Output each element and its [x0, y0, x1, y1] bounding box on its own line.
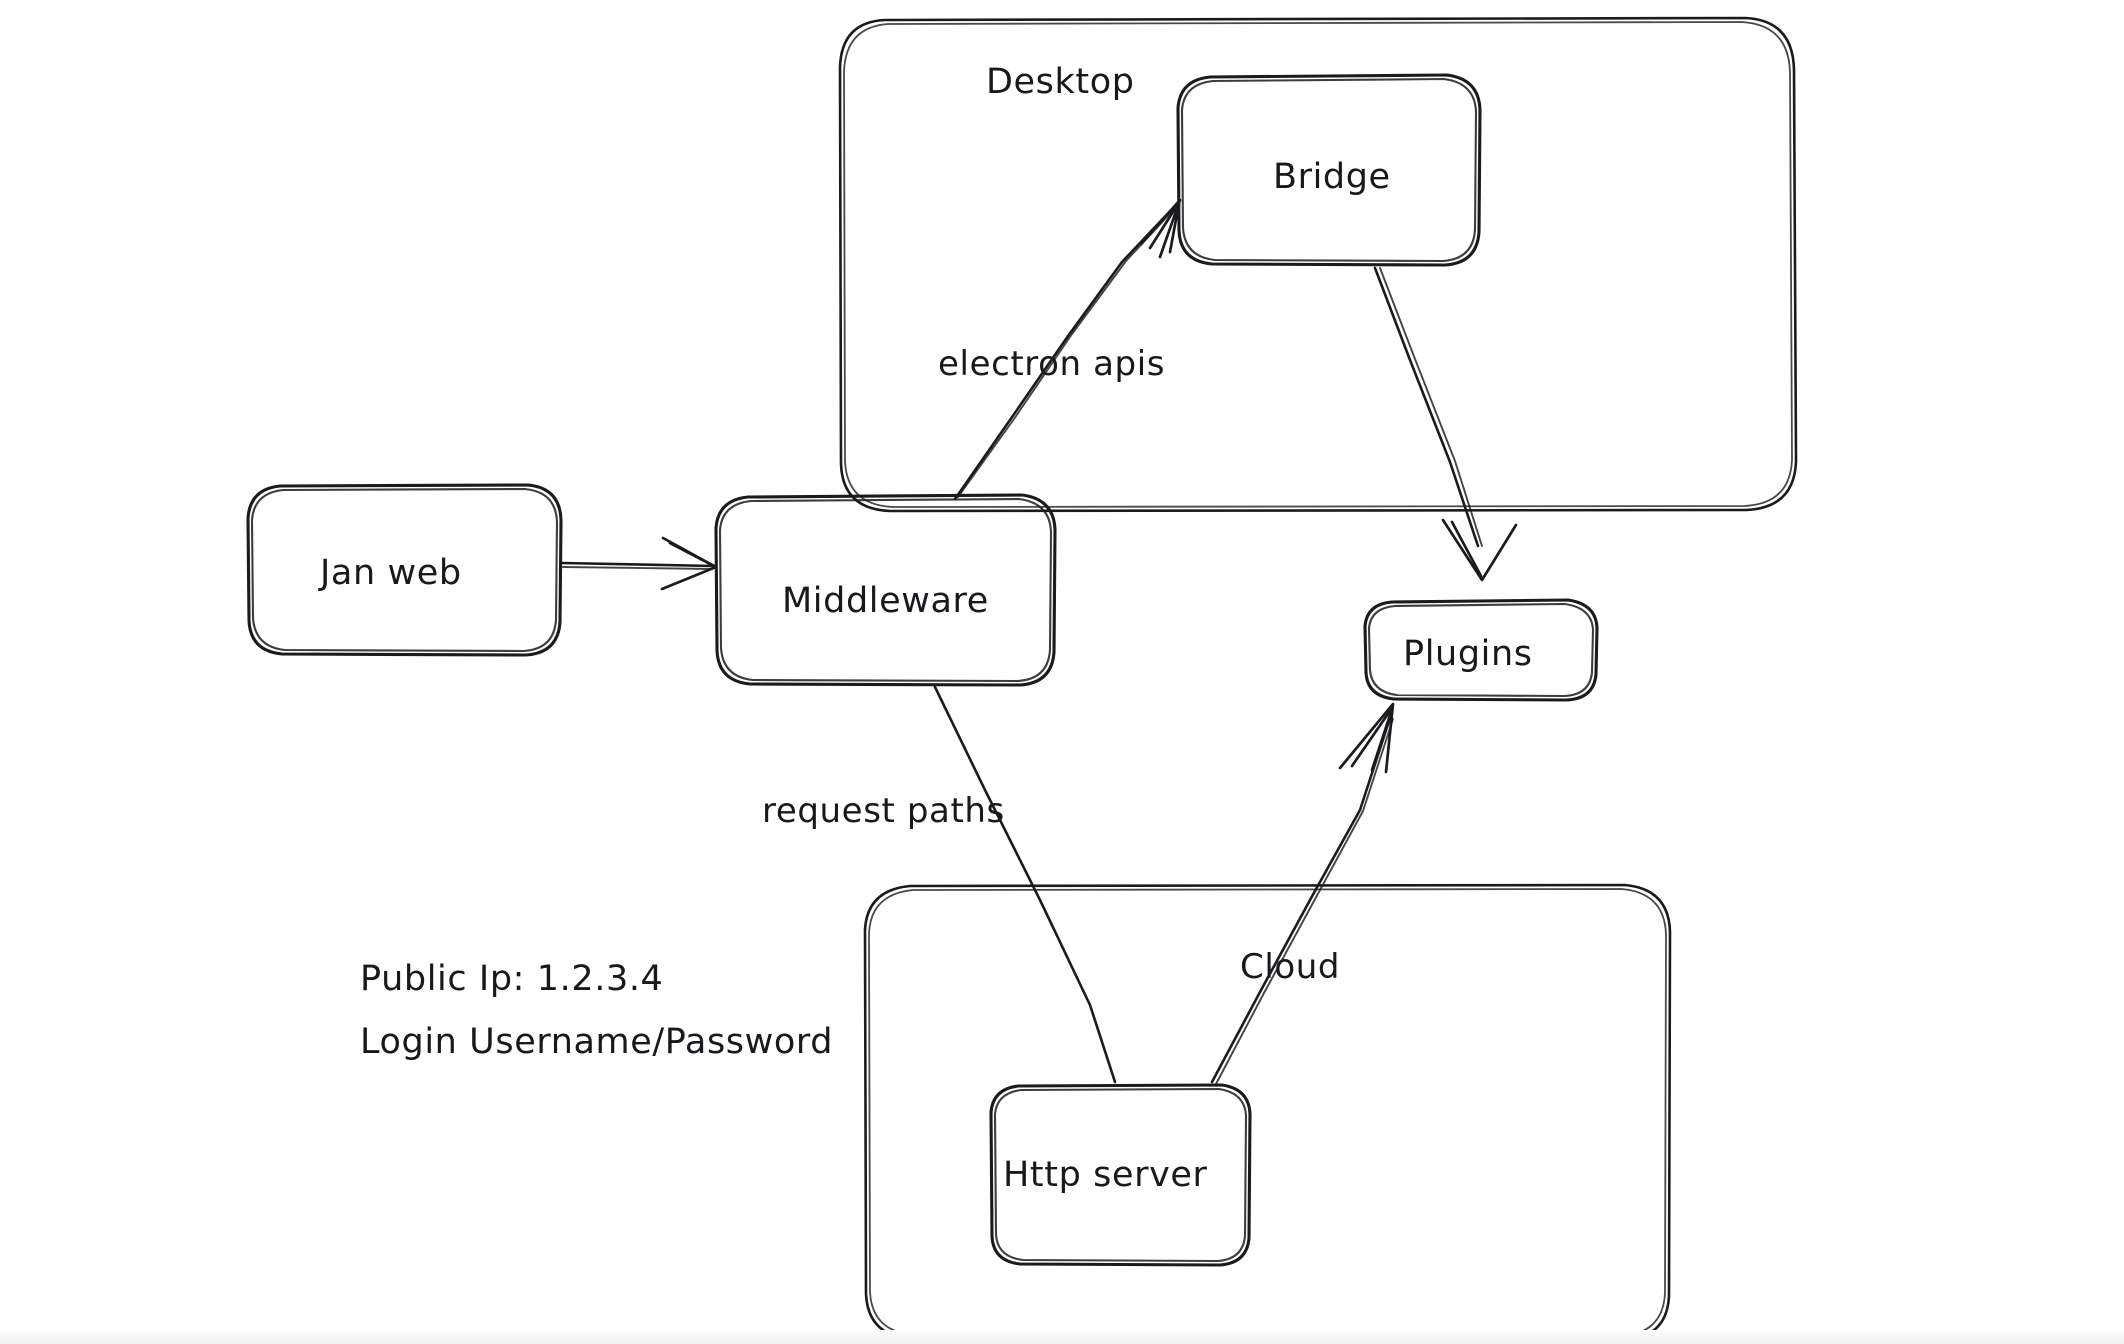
middleware-box-outline [714, 493, 1057, 687]
node-jan-web[interactable]: Jan web [246, 483, 563, 657]
notes-block: Public Ip: 1.2.3.4 Login Username/Passwo… [360, 959, 833, 1062]
arrowhead-icon-sketch [1350, 706, 1394, 768]
arrowhead-icon-sketch [1450, 520, 1483, 578]
http-server-box-outline-sketch [993, 1087, 1248, 1263]
node-http-server[interactable]: Http server [989, 1083, 1252, 1267]
http-server-box-outline [989, 1083, 1252, 1267]
edge-httpserver-to-plugins[interactable]: Cloud [1210, 702, 1395, 1085]
arrowhead-icon-sketch [1148, 202, 1180, 250]
edge-line [560, 561, 716, 568]
edge-line [933, 685, 1117, 1084]
desktop-container-outline-sketch [843, 21, 1793, 508]
desktop-container-outline [838, 16, 1798, 513]
edge-label-request-paths: request paths [762, 791, 1005, 831]
jan-web-box-outline [246, 483, 563, 657]
plugins-box-outline-sketch [1367, 602, 1595, 698]
group-desktop[interactable]: Desktop [838, 16, 1798, 513]
note-public-ip: Public Ip: 1.2.3.4 [360, 959, 663, 999]
jan-web-label: Jan web [318, 553, 462, 593]
edge-janweb-to-middleware[interactable] [560, 536, 718, 591]
bottom-edge-band [0, 1330, 2124, 1344]
desktop-group-label: Desktop [986, 62, 1135, 102]
jan-web-box-outline-sketch [250, 487, 559, 653]
edge-line [1373, 266, 1480, 548]
edge-line-sketch [1215, 718, 1394, 1085]
node-bridge[interactable]: Bridge [1176, 73, 1482, 267]
edge-line-sketch [562, 566, 713, 570]
arrowhead-icon-sketch [668, 541, 716, 568]
arrowhead-icon-sketch2 [1370, 707, 1394, 772]
edge-line [1210, 716, 1392, 1084]
arrowhead-icon [1338, 702, 1395, 774]
edge-line [953, 204, 1177, 501]
edge-middleware-to-bridge[interactable]: electron apis [938, 198, 1182, 501]
edge-bridge-to-plugins[interactable] [1373, 266, 1518, 582]
edge-label-cloud: Cloud [1240, 947, 1340, 987]
edge-middleware-to-httpserver[interactable]: request paths [762, 685, 1117, 1084]
http-server-label: Http server [1003, 1155, 1208, 1195]
bridge-box-outline [1176, 73, 1482, 267]
node-middleware[interactable]: Middleware [714, 493, 1057, 687]
plugins-box-outline [1363, 598, 1599, 702]
bridge-box-outline-sketch [1180, 77, 1478, 263]
arrowhead-icon [1441, 518, 1518, 582]
node-plugins[interactable]: Plugins [1363, 598, 1599, 702]
middleware-box-outline-sketch [718, 497, 1053, 683]
note-login-credentials: Login Username/Password [360, 1022, 833, 1062]
edge-label-electron-apis: electron apis [938, 344, 1165, 384]
bridge-label: Bridge [1273, 157, 1391, 197]
middleware-label: Middleware [782, 581, 989, 621]
plugins-label: Plugins [1403, 634, 1533, 674]
edge-line-sketch [1379, 267, 1483, 547]
